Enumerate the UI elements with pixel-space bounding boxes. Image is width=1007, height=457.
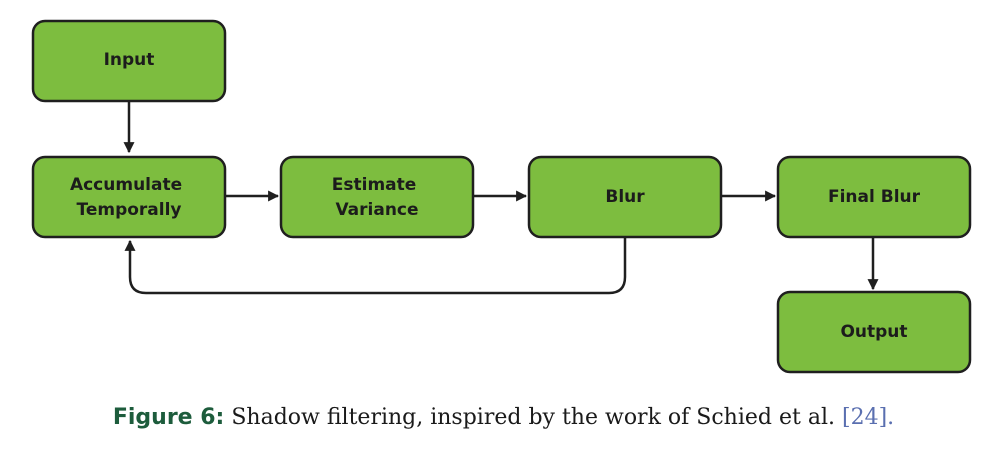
edges — [123, 102, 879, 295]
node-estimate-box — [279, 155, 475, 239]
node-accumulate-label-line-2: Temporally — [76, 200, 181, 220]
node-output-box — [776, 290, 972, 374]
caption-text: Shadow filtering, inspired by the work o… — [231, 405, 835, 430]
node-accumulate-temporally: Accumulate Temporally — [31, 155, 227, 239]
node-input: Input — [31, 19, 227, 103]
node-estimate-label-line-1: Estimate — [332, 175, 417, 195]
node-final-blur-label-line: Final Blur — [828, 187, 921, 207]
caption-citation-link[interactable]: 24 — [850, 405, 879, 430]
node-accumulate-box — [31, 155, 227, 239]
edge-blur-feedback-to-accumulate — [124, 238, 627, 295]
node-accumulate-label: Accumulate Temporally — [70, 175, 188, 220]
node-input-label-line: Input — [104, 50, 155, 70]
node-estimate-label-line-2: Variance — [335, 200, 418, 220]
caption-ref-open: [ — [841, 405, 851, 430]
caption-ref-close: ]. — [878, 405, 895, 430]
caption-label: Figure 6: — [112, 405, 225, 430]
node-output-label: Output — [840, 322, 907, 342]
node-accumulate-label-line-1: Accumulate — [70, 175, 182, 195]
flow-diagram: Input Accumulate Temporally Estimate Var… — [31, 19, 972, 374]
node-estimate-variance: Estimate Variance — [279, 155, 475, 239]
node-input-label: Input — [104, 50, 155, 70]
node-blur-label: Blur — [605, 187, 645, 207]
node-final-blur: Final Blur — [776, 155, 972, 239]
node-blur-label-line: Blur — [605, 187, 645, 207]
node-blur: Blur — [527, 155, 723, 239]
node-final-blur-box — [776, 155, 972, 239]
node-final-blur-label: Final Blur — [828, 187, 921, 207]
node-blur-box — [527, 155, 723, 239]
node-output: Output — [776, 290, 972, 374]
node-output-label-line: Output — [840, 322, 907, 342]
node-input-box — [31, 19, 227, 103]
node-estimate-label: Estimate Variance — [332, 175, 422, 220]
figure-caption: Figure 6: Shadow filtering, inspired by … — [0, 405, 1007, 430]
